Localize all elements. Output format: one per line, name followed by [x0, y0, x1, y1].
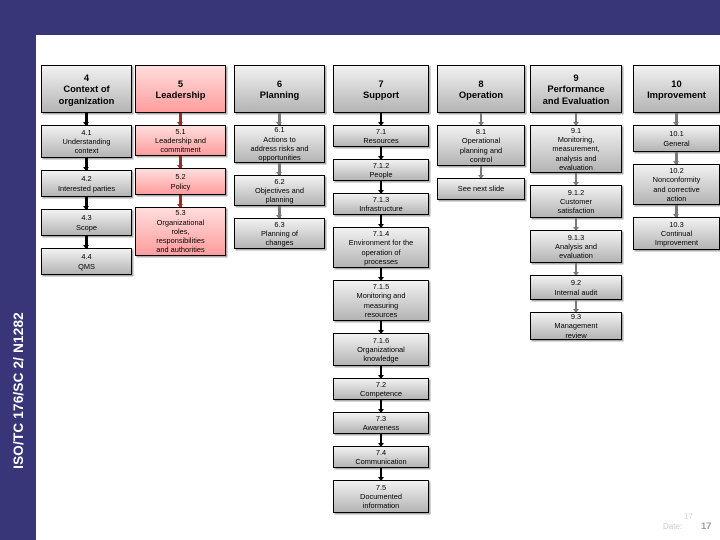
clause-item-box: 7.1 Resources	[333, 125, 429, 147]
flowchart-canvas: 4 Context of organization 4.1 Understandi…	[36, 35, 720, 540]
arrow-connector-icon	[574, 218, 578, 230]
arrow-connector-icon	[379, 113, 383, 125]
clause-item-box: 8.1 Operational planning and control	[437, 125, 525, 166]
arrow-connector-icon	[278, 113, 281, 125]
arrow-connector-icon	[574, 300, 578, 312]
arrow-connector-icon	[574, 113, 578, 125]
clause-header-clause-10: 10 Improvement	[633, 65, 720, 113]
clause-item-box: 10.1 General	[633, 125, 720, 152]
clause-item-box: 5.2 Policy	[135, 168, 226, 195]
arrow-connector-icon	[574, 173, 578, 185]
arrow-connector-icon	[574, 263, 578, 275]
arrow-connector-icon	[675, 152, 678, 164]
footer-page-ghost: 17	[684, 512, 693, 521]
arrow-connector-icon	[179, 195, 182, 207]
arrow-connector-icon	[85, 236, 88, 248]
clause-header-clause-5: 5 Leadership	[135, 65, 226, 113]
clause-item-box: 4.2 Interested parties	[41, 170, 132, 197]
arrow-connector-icon	[379, 366, 383, 378]
clause-item-box: See next slide	[437, 178, 525, 200]
clause-item-box: 10.3 Continual Improvement	[633, 217, 720, 250]
arrow-connector-icon	[379, 468, 383, 480]
arrow-connector-icon	[85, 197, 88, 209]
arrow-connector-icon	[179, 156, 182, 168]
clause-item-box: 6.1 Actions to address risks and opportu…	[234, 125, 325, 163]
arrow-connector-icon	[379, 147, 383, 159]
arrow-connector-icon	[278, 163, 281, 175]
arrow-connector-icon	[675, 205, 678, 217]
clause-item-box: 7.2 Competence	[333, 378, 429, 400]
arrow-connector-icon	[85, 158, 88, 170]
arrow-connector-icon	[675, 113, 678, 125]
arrow-connector-icon	[278, 206, 281, 218]
clause-item-box: 7.1.4 Environment for the operation of p…	[333, 227, 429, 268]
slide-left-band	[0, 0, 36, 540]
clause-item-box: 9.1.2 Customer satisfaction	[530, 185, 622, 218]
clause-item-box: 4.3 Scope	[41, 209, 132, 236]
sidebar-document-reference-text: ISO/TC 176/SC 2/ N1282	[10, 311, 26, 469]
footer-date-label: Date:	[663, 522, 683, 531]
slide-top-band	[0, 0, 720, 35]
clause-item-box: 6.3 Planning of changes	[234, 218, 325, 249]
arrow-connector-icon	[379, 215, 383, 227]
clause-header-clause-9: 9 Performance and Evaluation	[530, 65, 622, 113]
clause-item-box: 7.5 Documented information	[333, 480, 429, 513]
clause-item-box: 9.1.3 Analysis and evaluation	[530, 230, 622, 263]
arrow-connector-icon	[179, 113, 182, 125]
clause-item-box: 10.2 Nonconformity and corrective action	[633, 164, 720, 205]
footer-page-number: 17	[701, 521, 712, 532]
arrow-connector-icon	[479, 166, 483, 178]
clause-item-box: 9.3 Management review	[530, 312, 622, 340]
clause-item-box: 7.1.6 Organizational knowledge	[333, 333, 429, 366]
arrow-connector-icon	[85, 113, 88, 125]
clause-item-box: 7.1.5 Monitoring and measuring resources	[333, 280, 429, 321]
clause-header-clause-6: 6 Planning	[234, 65, 325, 113]
arrow-connector-icon	[379, 321, 383, 333]
clause-item-box: 7.3 Awareness	[333, 412, 429, 434]
clause-header-clause-7: 7 Support	[333, 65, 429, 113]
arrow-connector-icon	[379, 181, 383, 193]
clause-item-box: 7.4 Communication	[333, 446, 429, 468]
clause-item-box: 4.1 Understanding context	[41, 125, 132, 158]
clause-item-box: 5.3 Organizational roles, responsibiliti…	[135, 207, 226, 256]
clause-item-box: 7.1.3 Infrastructure	[333, 193, 429, 215]
arrow-connector-icon	[379, 434, 383, 446]
sidebar-document-reference: ISO/TC 176/SC 2/ N1282	[0, 0, 36, 540]
clause-item-box: 9.1 Monitoring, measurement, analysis an…	[530, 125, 622, 173]
clause-header-clause-4: 4 Context of organization	[41, 65, 132, 113]
arrow-connector-icon	[479, 113, 483, 125]
clause-item-box: 9.2 Internal audit	[530, 275, 622, 300]
clause-header-clause-8: 8 Operation	[437, 65, 525, 113]
clause-item-box: 5.1 Leadership and commitment	[135, 125, 226, 156]
arrow-connector-icon	[379, 400, 383, 412]
clause-item-box: 4.4 QMS	[41, 248, 132, 275]
clause-item-box: 7.1.2 People	[333, 159, 429, 181]
arrow-connector-icon	[379, 268, 383, 280]
clause-item-box: 6.2 Objectives and planning	[234, 175, 325, 206]
